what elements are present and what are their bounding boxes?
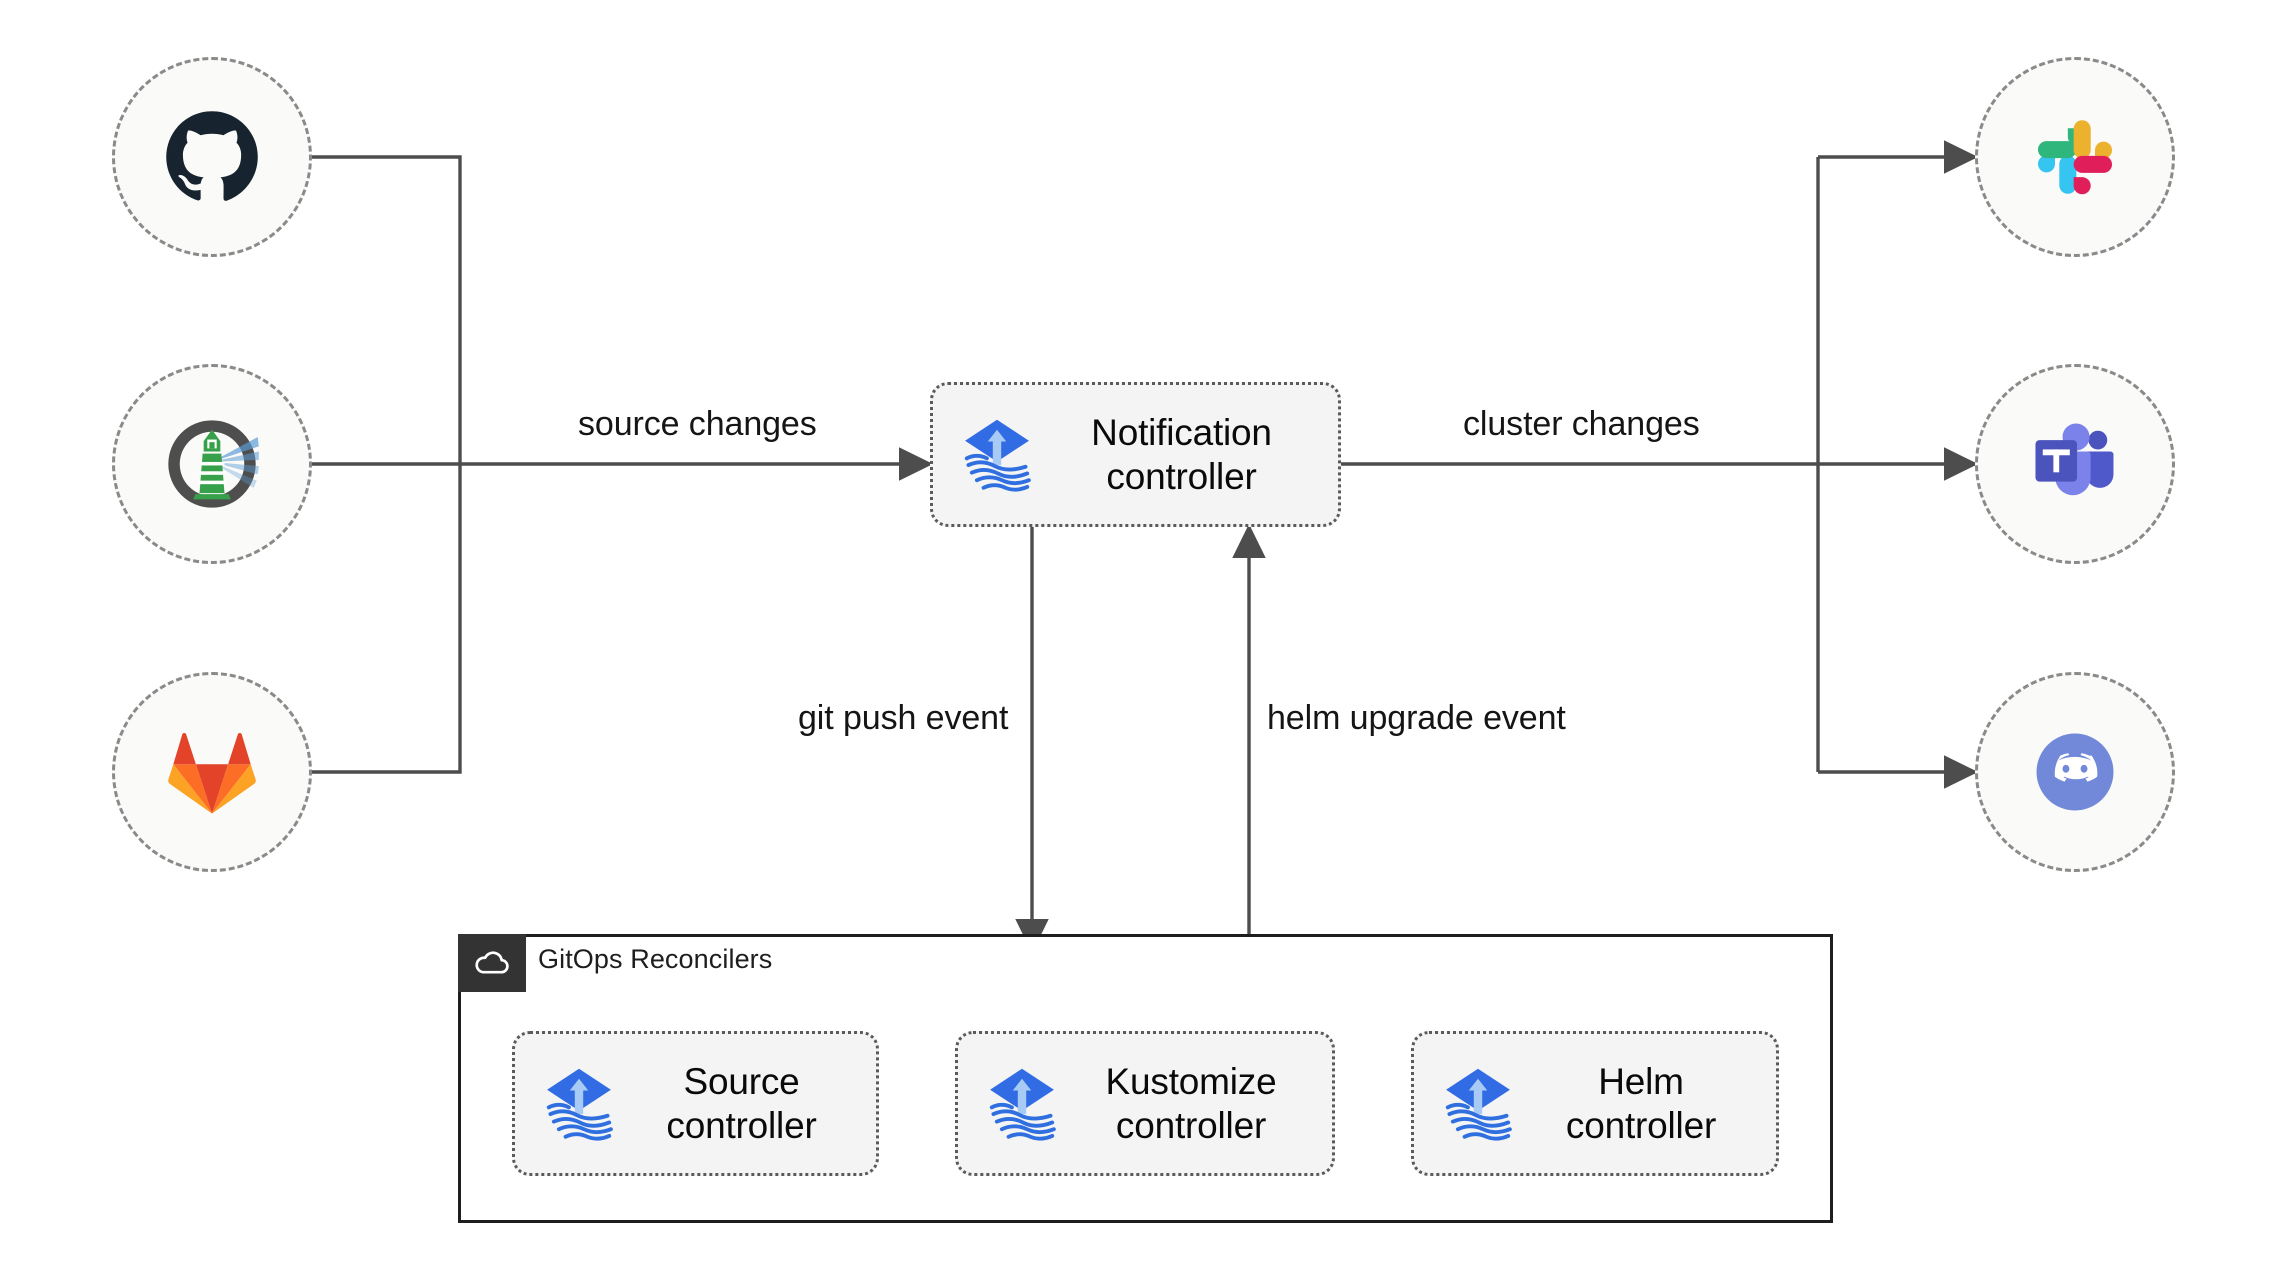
flux-logo-icon <box>1445 1068 1512 1141</box>
edge-label-source-changes: source changes <box>578 405 817 443</box>
source-node-flux[interactable] <box>112 364 312 564</box>
destination-node-teams[interactable] <box>1975 364 2175 564</box>
discord-icon <box>2036 733 2114 811</box>
flux-logo-icon <box>989 1068 1056 1141</box>
ms-teams-icon <box>2035 423 2114 496</box>
kustomize-controller-label: Kustomize controller <box>1105 1060 1277 1146</box>
source-bus <box>312 155 462 774</box>
github-icon <box>166 111 258 201</box>
destination-node-slack[interactable] <box>1975 57 2175 257</box>
gitops-reconcilers-tab <box>458 934 526 992</box>
flux-logo-icon <box>546 1068 613 1141</box>
flux-lighthouse-icon <box>168 420 259 508</box>
edge-label-git-push-event: git push event <box>798 699 1009 737</box>
edge-label-helm-upgrade-event: helm upgrade event <box>1267 699 1566 737</box>
cloud-icon <box>475 951 509 974</box>
gitops-reconcilers-title: GitOps Reconcilers <box>538 944 773 974</box>
notification-controller-label: Notification controller <box>1091 411 1272 497</box>
helm-controller-node[interactable]: Helm controller <box>1411 1031 1779 1176</box>
source-controller-node[interactable]: Source controller <box>512 1031 879 1176</box>
source-node-github[interactable] <box>112 57 312 257</box>
gitlab-icon <box>168 733 256 814</box>
source-node-gitlab[interactable] <box>112 672 312 872</box>
source-controller-label: Source controller <box>666 1060 817 1146</box>
edge-label-cluster-changes: cluster changes <box>1463 405 1700 443</box>
slack-icon <box>2037 120 2113 195</box>
helm-controller-label: Helm controller <box>1565 1060 1717 1146</box>
kustomize-controller-node[interactable]: Kustomize controller <box>955 1031 1335 1176</box>
flux-logo-icon <box>964 419 1031 492</box>
destination-node-discord[interactable] <box>1975 672 2175 872</box>
notification-controller-node[interactable]: Notification controller <box>930 382 1341 527</box>
